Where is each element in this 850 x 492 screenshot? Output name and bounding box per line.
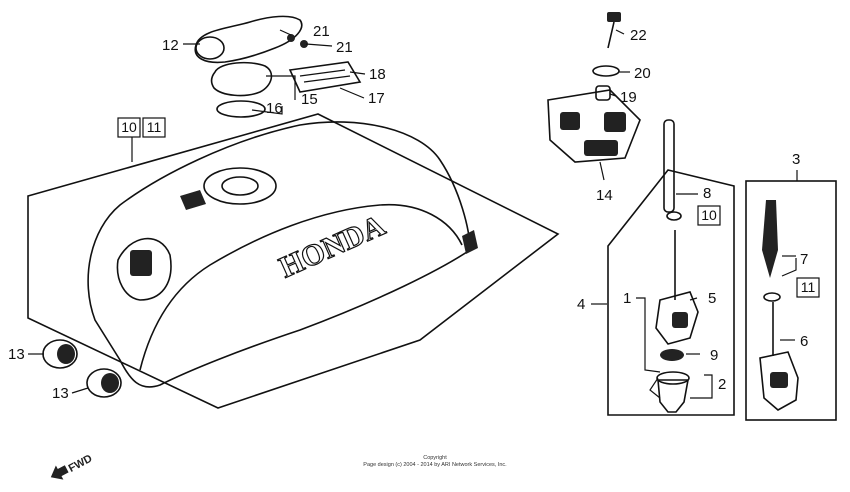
copyright-text: Page design (c) 2004 - 2014 by ARI Netwo… [363,461,507,468]
strainer-body [759,351,799,411]
fuel-valve-panel [607,169,735,416]
breather-washer-16 [216,100,266,118]
filler-hinge [180,190,206,210]
callout-1: 1 [623,290,631,307]
tank-mount-bracket [130,250,152,276]
callout-12: 12 [162,37,179,54]
fuel-cap [194,15,308,118]
ref-box-strainer-11: 11 [796,277,820,298]
callout-16: 16 [266,100,283,117]
callout-4: 4 [577,296,585,313]
callout-8: 8 [703,185,711,202]
o-ring-11 [763,292,781,302]
copyright-notice: Copyright Page design (c) 2004 - 2014 by… [300,455,570,468]
washer-20 [592,65,620,77]
ref-box-tank-11: 11 [142,117,166,138]
fwd-label: FWD [67,453,95,475]
callout-9: 9 [710,347,718,364]
svg-text:11: 11 [801,279,816,295]
callout-19: 19 [620,89,637,106]
svg-text:10: 10 [701,207,717,223]
valve-lever [672,312,688,328]
fuel-tank: HONDA [27,113,560,409]
tank-knee-recess [116,237,172,301]
mount-rubber-upper [42,339,78,369]
fwd-indicator: FWD [50,453,95,480]
callout-5: 5 [708,290,716,307]
label-plate-line1 [299,69,346,77]
callout-6: 6 [800,333,808,350]
gasket-9 [660,349,684,361]
callout-17: 17 [368,90,385,107]
callout-21a: 21 [313,23,330,40]
callout-numbers: 12 21 21 18 15 16 17 13 13 22 20 19 14 8… [8,23,808,402]
bolt-22 [607,12,621,49]
callout-2: 2 [718,376,726,393]
callout-20: 20 [634,65,651,82]
filler-neck-ring [203,167,277,205]
ref-box-valve-10: 10 [697,205,721,226]
mount-rubber-lower [86,368,122,398]
callout-15: 15 [301,91,318,108]
filter-pipe-8 [663,119,675,213]
tank-rear-tab [462,230,478,254]
o-ring-10 [666,211,682,221]
strainer-panel [745,180,837,421]
tank-body [87,121,471,388]
callout-7: 7 [800,251,808,268]
callout-22: 22 [630,27,647,44]
tank-cushion-14 [547,89,641,163]
copyright-title: Copyright [423,455,447,461]
fuel-valve-assembly [655,119,699,413]
callout-21b: 21 [336,39,353,56]
caution-label-plate [288,61,362,93]
callout-3: 3 [792,151,800,168]
filler-neck-opening [221,176,259,196]
fuel-cap-gasket-ring [210,61,273,97]
strainer-assembly [759,200,799,411]
svg-text:10: 10 [121,119,137,135]
collar-19 [595,85,611,101]
svg-text:11: 11 [147,119,162,135]
callout-14: 14 [596,187,613,204]
callout-13b: 13 [52,385,69,402]
cup-rim [656,371,690,385]
fuel-cap-lid [194,15,303,64]
tank-outline-panel [27,113,560,409]
tank-inner-line [139,203,463,371]
screw-21b [300,40,308,48]
tank-brand-emblem: HONDA [274,209,390,285]
ref-box-tank-10: 10 [117,117,141,138]
leader-lines [28,29,798,399]
fwd-arrow-icon [50,465,69,480]
strainer-cap [770,372,788,388]
label-plate-line2 [303,75,351,83]
valve-body-5 [655,291,699,345]
callout-13a: 13 [8,346,25,363]
strainer-screen-7 [762,200,778,278]
fuel-cap-hinge [195,36,225,60]
callout-18: 18 [369,66,386,83]
screw-21a [287,34,295,42]
